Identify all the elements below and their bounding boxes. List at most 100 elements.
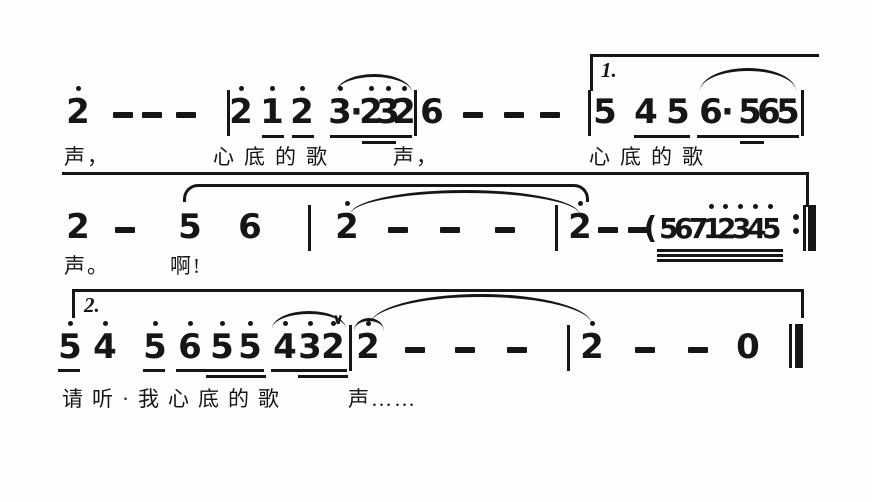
sustain-dash: [455, 347, 475, 353]
final-barline-thin: [789, 324, 792, 368]
jianpu-note: 2: [66, 207, 90, 247]
eighth-beam: [58, 369, 80, 372]
jianpu-note: 3: [732, 204, 751, 248]
sustain-dash: [115, 227, 135, 233]
jianpu-note: 2: [356, 321, 380, 367]
jianpu-note: 2: [290, 86, 314, 132]
sustain-dash: [504, 112, 524, 118]
sustain-dash: [176, 112, 196, 118]
sixteenth-beam: [740, 141, 764, 144]
sustain-dash: [507, 347, 527, 353]
repeat-end-barline: [808, 205, 816, 251]
barline: [349, 325, 352, 371]
sustain-dash: [688, 347, 708, 353]
jianpu-note: 5: [666, 92, 690, 132]
slur: [272, 311, 346, 329]
sustain-dash: [540, 112, 560, 118]
volta-2-label: 2.: [84, 293, 100, 317]
jianpu-note: 5: [178, 207, 202, 247]
jianpu-note: 6: [238, 207, 262, 247]
jianpu-note: 2: [321, 321, 345, 367]
barline: [588, 90, 591, 136]
lyric-phrase: 声……: [348, 387, 417, 411]
jianpu-note: 2: [580, 321, 604, 367]
barline: [555, 205, 558, 251]
jianpu-note: 6: [420, 92, 444, 132]
eighth-beam: [262, 135, 284, 138]
lyric-phrase: 心底的歌: [589, 145, 713, 169]
barline: [567, 325, 570, 371]
barline: [801, 90, 804, 136]
eighth-beam: [634, 135, 690, 138]
eighth-beam: [292, 135, 314, 138]
sustain-dash: [388, 227, 408, 233]
sustain-dash: [440, 227, 460, 233]
volta-1-bracket: [590, 54, 819, 91]
slur: [700, 68, 796, 91]
jianpu-note: 5: [593, 92, 617, 132]
jianpu-note: 5: [738, 92, 762, 132]
jianpu-note: 6: [674, 212, 694, 245]
barline: [414, 90, 417, 136]
jianpu-note: 7: [689, 212, 709, 245]
sixteenth-beam: [362, 141, 396, 144]
jianpu-note: 5: [210, 321, 234, 367]
eighth-beam: [176, 369, 264, 372]
jianpu-note: 2: [717, 204, 736, 248]
jianpu-note: 5: [58, 321, 82, 367]
sustain-dash: [405, 347, 425, 353]
jianpu-note: 4: [273, 321, 297, 367]
cue-paren: (: [643, 211, 658, 246]
jianpu-note: 4: [634, 92, 658, 132]
jianpu-note: 1: [703, 204, 722, 248]
lyric-phrase: 请听·我心底的歌: [62, 387, 288, 411]
sustain-dash: [495, 227, 515, 233]
jianpu-note: 4: [93, 321, 117, 367]
jianpu-note: 3: [298, 321, 322, 367]
jianpu-note: 6: [757, 92, 781, 132]
sustain-dash: [113, 112, 133, 118]
jianpu-note: 5: [238, 321, 262, 367]
lyric-phrase: 啊!: [170, 254, 202, 278]
beam: [657, 254, 783, 257]
sustain-dash: [635, 347, 655, 353]
tie-start-arc: [354, 318, 384, 331]
jianpu-note: 5: [659, 212, 679, 245]
sixteenth-beam: [206, 375, 266, 378]
jianpu-note: 5: [776, 92, 800, 132]
barline: [227, 90, 230, 136]
volta-1-continuation-bracket: [62, 172, 809, 207]
repeat-dot: [793, 228, 799, 234]
repeat-end-barline: [803, 205, 806, 251]
jianpu-note: 2: [335, 201, 359, 247]
breath-mark: ∨: [332, 310, 345, 328]
jianpu-note: 2: [229, 86, 253, 132]
jianpu-note: 2: [568, 201, 592, 247]
eighth-beam: [143, 369, 165, 372]
lyric-phrase: 声，: [64, 145, 110, 169]
jianpu-note: 4: [747, 204, 766, 248]
dotted-note-dot: ·: [350, 92, 363, 132]
jianpu-note: 6: [178, 321, 202, 367]
lyric-phrase: 声，: [393, 145, 439, 169]
tie: [350, 190, 580, 215]
dotted-note-dot: ·: [721, 92, 734, 132]
jianpu-note: 2: [66, 86, 90, 132]
repeat-dot: [793, 214, 799, 220]
jianpu-note: 5: [762, 204, 781, 248]
barline: [308, 205, 311, 251]
eighth-beam: [330, 135, 412, 138]
jianpu-note: 2: [392, 86, 416, 132]
phrase-slur: [183, 184, 589, 202]
eighth-beam: [271, 369, 347, 372]
volta-2-bracket: [72, 289, 804, 318]
sixteenth-beam: [298, 375, 348, 378]
sustain-dash: [598, 227, 618, 233]
phrase-slur: [370, 294, 592, 325]
lyric-phrase: 声。: [64, 254, 110, 278]
final-barline-thick: [795, 324, 803, 368]
volta-1-label: 1.: [601, 58, 617, 82]
jianpu-note: 3: [328, 86, 352, 132]
jianpu-rest: 0: [736, 327, 760, 367]
